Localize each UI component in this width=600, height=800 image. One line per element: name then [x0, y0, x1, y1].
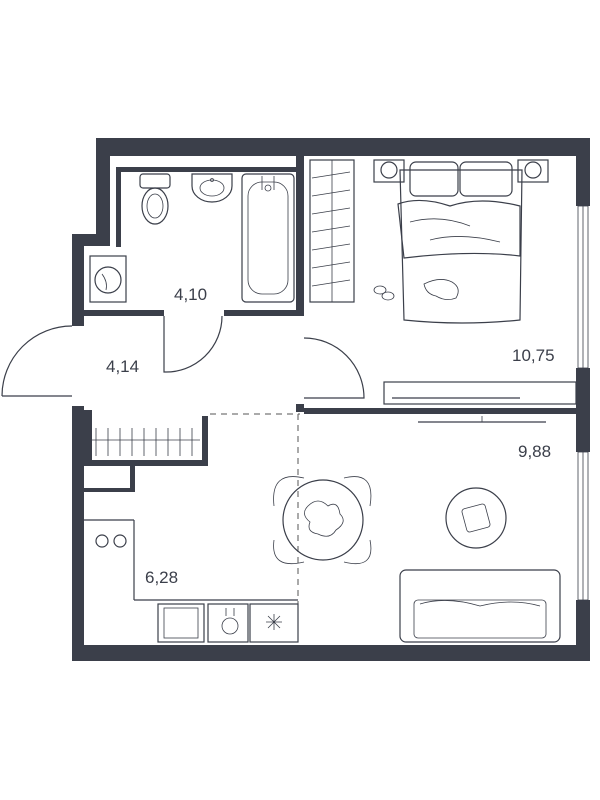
sofa-icon	[399, 569, 561, 643]
stove-icon	[95, 534, 127, 548]
bed-icon	[397, 161, 523, 324]
kitchen-area: 6,28	[145, 568, 178, 587]
hallway-wardrobe	[92, 428, 200, 456]
fridge-icon	[157, 603, 205, 643]
rug-icon	[445, 487, 507, 549]
bathtub-icon	[241, 173, 295, 303]
bedroom-wardrobe	[309, 159, 355, 303]
zone-dividers	[210, 413, 300, 645]
nightstand-right-icon	[517, 159, 549, 183]
tv-stand-icon	[383, 381, 577, 405]
slippers-icon	[373, 285, 395, 301]
nightstand-left-icon	[373, 159, 405, 183]
toilet-icon	[139, 173, 171, 225]
windows	[577, 205, 589, 601]
dining-table-icon	[273, 476, 372, 565]
dog-icon	[423, 279, 459, 300]
entrance-door	[1, 325, 73, 397]
kitchen-sink-icon	[207, 603, 249, 643]
outer-walls	[72, 138, 590, 661]
bedroom-door	[303, 337, 365, 399]
cooktop-icon	[249, 603, 299, 643]
kitchen-counter	[84, 519, 298, 601]
sink-icon	[191, 173, 233, 203]
living-area: 9,88	[518, 442, 551, 461]
bathroom-area: 4,10	[174, 285, 207, 304]
tv-icon	[418, 416, 546, 423]
bedroom-area: 10,75	[512, 346, 555, 365]
bathroom-door	[163, 315, 223, 373]
washing-machine-icon	[89, 255, 127, 303]
hallway-area: 4,14	[106, 357, 139, 376]
interior-walls	[84, 156, 576, 492]
